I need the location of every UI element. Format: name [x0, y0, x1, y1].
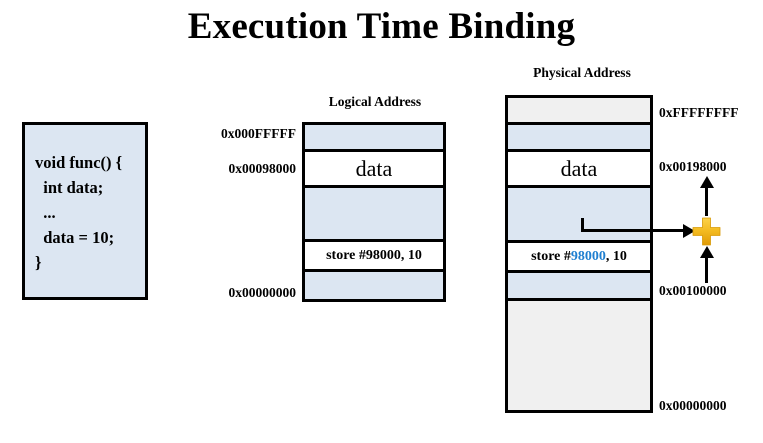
offset-connector-vertical [581, 218, 584, 232]
logical-addr-bottom: 0x00000000 [228, 285, 297, 300]
physical-addr-top: 0xFFFFFFFF [659, 105, 739, 120]
physical-segment-upper-blue [508, 125, 650, 152]
physical-segment-top-gray [508, 98, 650, 125]
physical-addr-data: 0x00198000 [659, 159, 727, 174]
result-address-line [705, 186, 708, 216]
plus-icon [692, 217, 721, 246]
logical-segment-data: data [305, 152, 443, 188]
result-address-arrowhead [700, 176, 714, 188]
logical-segment-middle [305, 188, 443, 242]
physical-segment-middle-blue [508, 188, 650, 243]
logical-addr-top: 0x000FFFFF [221, 126, 296, 141]
physical-addr-bottom: 0x00000000 [659, 398, 727, 413]
logical-store-number: 98000 [365, 247, 401, 263]
physical-addr-base: 0x00100000 [659, 283, 727, 298]
physical-data-label: data [560, 155, 598, 181]
base-address-line [705, 255, 708, 283]
physical-store-suffix: , 10 [605, 248, 627, 264]
logical-segment-top [305, 125, 443, 152]
offset-connector-horizontal [581, 229, 688, 232]
physical-address-header: Physical Address [533, 65, 631, 80]
logical-addr-data: 0x00098000 [228, 161, 297, 176]
offset-arrowhead [683, 224, 695, 238]
logical-address-column: data store #98000, 10 [302, 122, 446, 302]
logical-data-label: data [355, 155, 393, 181]
base-address-arrowhead [700, 246, 714, 258]
logical-segment-store: store #98000, 10 [305, 242, 443, 272]
physical-store-number: 98000 [570, 248, 606, 264]
logical-store-suffix: , 10 [400, 247, 422, 263]
logical-store-prefix: store # [326, 247, 366, 263]
logical-store-instruction: store #98000, 10 [326, 248, 422, 264]
physical-address-column: data store #98000, 10 [505, 95, 653, 413]
page-title: Execution Time Binding [187, 6, 576, 47]
physical-store-instruction: store #98000, 10 [531, 249, 627, 265]
physical-store-prefix: store # [531, 248, 571, 264]
logical-segment-bottom [305, 272, 443, 299]
source-code-text: void func() { int data; ... data = 10; } [35, 153, 123, 273]
source-code-box: void func() { int data; ... data = 10; } [22, 122, 148, 300]
logical-address-header: Logical Address [328, 94, 422, 109]
physical-segment-store: store #98000, 10 [508, 243, 650, 273]
physical-segment-lower-blue [508, 273, 650, 301]
physical-segment-bottom-gray [508, 301, 650, 410]
physical-segment-data: data [508, 152, 650, 188]
